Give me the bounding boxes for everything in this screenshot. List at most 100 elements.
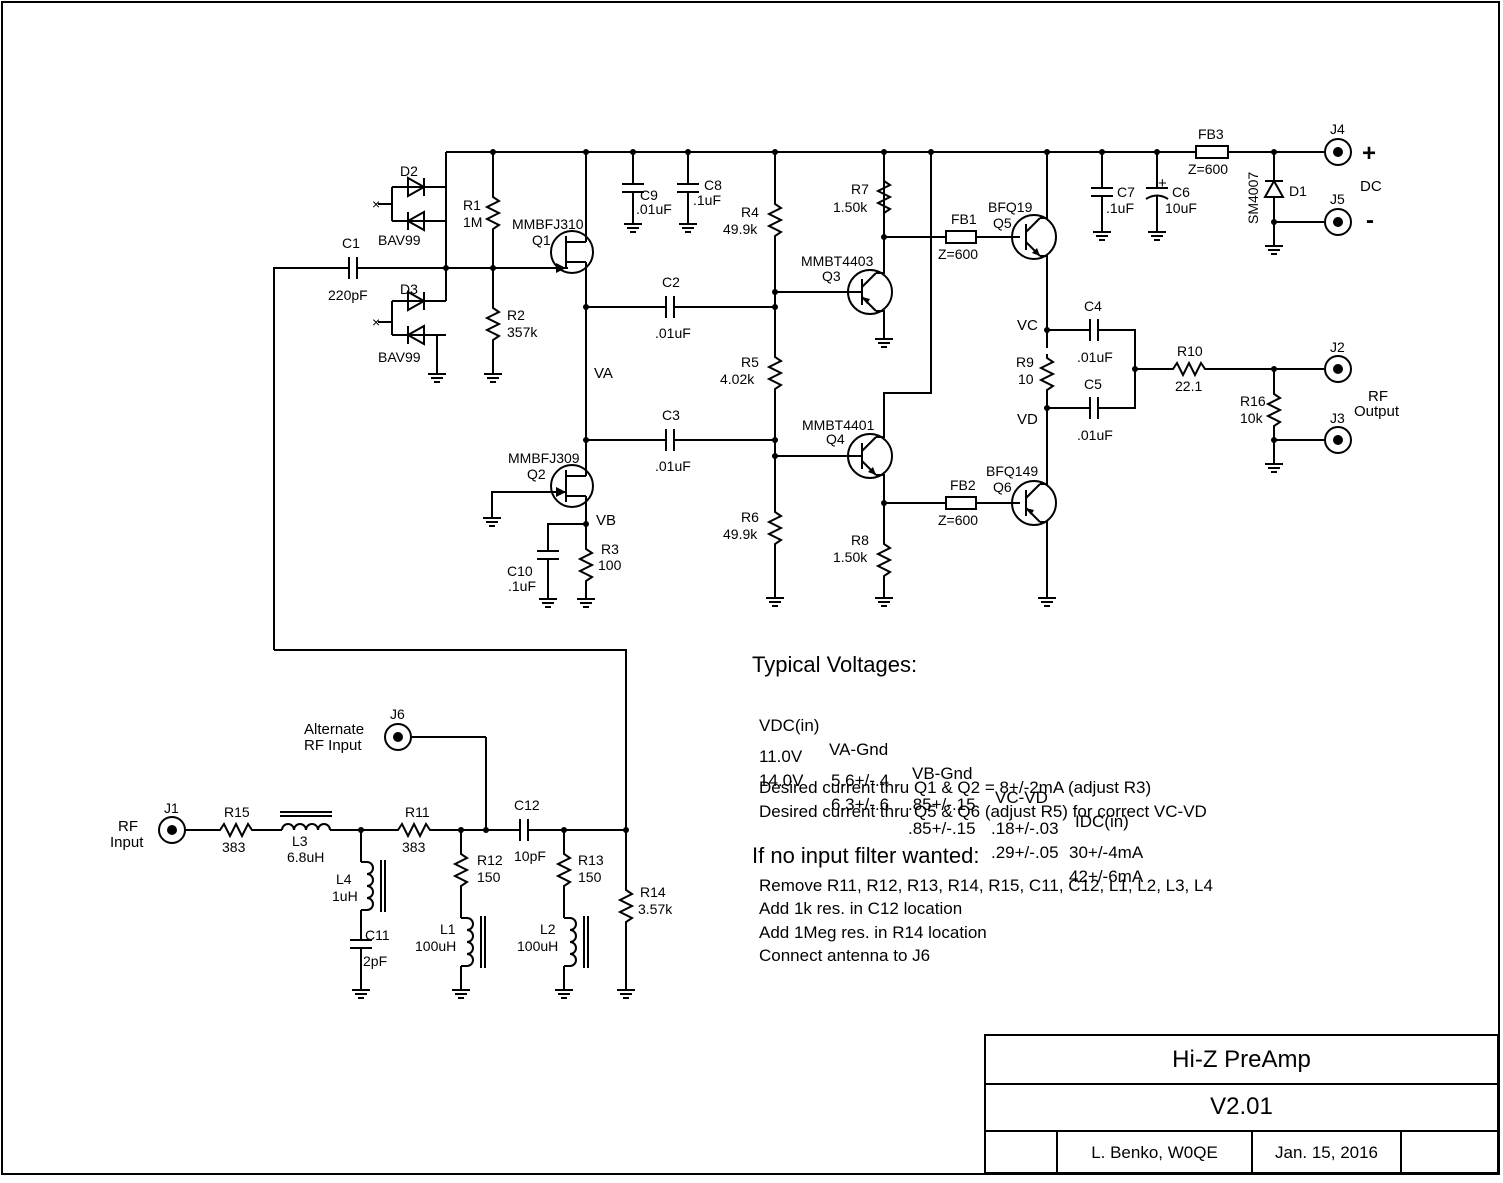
j2-jack xyxy=(1324,355,1352,383)
q2-jfet: MMBFJ309 Q2 VB R3 100 C10 .1uF xyxy=(482,440,622,608)
q6-output-pnp: FB2 Z=600 BFQ149 Q6 xyxy=(884,408,1057,607)
svg-text:Z=600: Z=600 xyxy=(1188,161,1228,177)
svg-text:SM4007: SM4007 xyxy=(1245,172,1261,224)
q1-part: MMBFJ310 xyxy=(512,216,584,232)
svg-text:4.02k: 4.02k xyxy=(720,371,755,387)
svg-text:R10: R10 xyxy=(1177,343,1203,359)
svg-text:Alternate: Alternate xyxy=(304,721,364,738)
svg-text:Q5: Q5 xyxy=(993,215,1012,231)
voltages-table: VDC(in) VA-Gnd VB-Gnd VC-VD IDC(in) xyxy=(759,690,1129,834)
svg-text:Q4: Q4 xyxy=(826,431,845,447)
svg-text:J5: J5 xyxy=(1330,191,1345,207)
date: Jan. 15, 2016 xyxy=(1251,1132,1400,1174)
diodes-d2-d3: × × D2 BAV99 D3 BAV99 xyxy=(372,152,449,383)
svg-text:.1uF: .1uF xyxy=(693,192,721,208)
svg-text:R8: R8 xyxy=(851,532,869,548)
va-node-label: VA xyxy=(594,365,613,382)
q2-label: Q2 xyxy=(527,466,546,482)
svg-text:C11: C11 xyxy=(365,927,390,943)
svg-text:10pF: 10pF xyxy=(514,848,546,864)
svg-text:L3: L3 xyxy=(292,833,308,849)
svg-text:J1: J1 xyxy=(164,800,179,816)
svg-text:RF Input: RF Input xyxy=(304,737,362,754)
vd-node-label: VD xyxy=(1017,411,1038,428)
svg-text:+: + xyxy=(1362,140,1376,167)
svg-text:C10: C10 xyxy=(507,563,533,579)
svg-text:Z=600: Z=600 xyxy=(938,246,978,262)
coupling-c2-c3: C2 .01uF VA C3 .01uF xyxy=(583,274,778,474)
cell: 42+/-6mA xyxy=(1069,867,1144,886)
svg-text:R12: R12 xyxy=(477,852,503,868)
j5-jack xyxy=(1324,208,1352,236)
output-network: VC VD R9 10 C4 .01uF C5 .01uF R10 22.1 R… xyxy=(1016,298,1324,473)
svg-text:.01uF: .01uF xyxy=(1077,349,1113,365)
svg-text:150: 150 xyxy=(578,869,602,885)
svg-text:C4: C4 xyxy=(1084,298,1102,314)
svg-text:-: - xyxy=(1366,207,1374,234)
svg-text:Q3: Q3 xyxy=(822,268,841,284)
svg-text:C9: C9 xyxy=(640,187,658,203)
svg-text:R5: R5 xyxy=(741,354,759,370)
cell: 11.0V xyxy=(759,747,803,766)
svg-text:D1: D1 xyxy=(1289,183,1307,199)
svg-text:C12: C12 xyxy=(514,797,540,813)
svg-text:Q6: Q6 xyxy=(993,479,1012,495)
svg-text:.01uF: .01uF xyxy=(655,458,691,474)
svg-text:C3: C3 xyxy=(662,407,680,423)
filter-note-line: Add 1Meg res. in R14 location xyxy=(759,923,987,942)
cell: 30+/-4mA xyxy=(1069,843,1144,862)
svg-text:150: 150 xyxy=(477,869,501,885)
filter-note-line: Connect antenna to J6 xyxy=(759,946,931,965)
q3-pnp: MMBT4403 Q3 xyxy=(775,152,894,348)
svg-text:383: 383 xyxy=(222,839,246,855)
j3-jack xyxy=(1324,426,1352,454)
svg-text:R6: R6 xyxy=(741,509,759,525)
filter-note-line: Remove R11, R12, R13, R14, R15, C11, C12… xyxy=(759,876,1213,895)
col-idc: IDC(in) xyxy=(1075,812,1129,831)
q2-part: MMBFJ309 xyxy=(508,450,580,466)
svg-text:.01uF: .01uF xyxy=(655,325,691,341)
svg-text:R3: R3 xyxy=(601,541,619,557)
svg-text:22.1: 22.1 xyxy=(1175,378,1202,394)
svg-text:RF: RF xyxy=(1368,388,1388,405)
input-filter: J1 RF Input R15 383 L3 6.8uH R11 383 C12… xyxy=(110,649,673,999)
bias-divider: R4 49.9k R5 4.02k R6 49.9k xyxy=(720,152,785,607)
bav99-label: BAV99 xyxy=(378,349,421,365)
svg-text:1uH: 1uH xyxy=(332,888,358,904)
svg-text:6.8uH: 6.8uH xyxy=(287,849,324,865)
j4-jack xyxy=(1324,138,1352,166)
c1: C1 220pF xyxy=(273,235,568,650)
r1-value: 1M xyxy=(463,214,482,230)
schematic-title: Hi-Z PreAmp xyxy=(986,1036,1497,1085)
r7: R7 1.50k xyxy=(833,176,891,240)
cell: .18+/-.03 xyxy=(991,819,1059,838)
d3-label: D3 xyxy=(400,281,418,297)
svg-text:R14: R14 xyxy=(640,884,666,900)
svg-text:J4: J4 xyxy=(1330,121,1345,137)
svg-text:49.9k: 49.9k xyxy=(723,221,758,237)
c1-label: C1 xyxy=(342,235,360,251)
col-vb: VB-Gnd xyxy=(912,764,973,783)
svg-text:R4: R4 xyxy=(741,204,759,220)
svg-text:Input: Input xyxy=(110,834,144,851)
author: L. Benko, W0QE xyxy=(1056,1132,1251,1174)
r2-value: 357k xyxy=(507,324,538,340)
svg-text:×: × xyxy=(372,314,380,330)
svg-text:R15: R15 xyxy=(224,804,250,820)
svg-text:100: 100 xyxy=(598,557,622,573)
c1-value: 220pF xyxy=(328,287,368,303)
svg-text:R16: R16 xyxy=(1240,393,1266,409)
q1-jfet: MMBFJ310 Q1 xyxy=(512,152,594,440)
voltages-row: 14.0V 6.3+/-.6 .85+/-.15 .29+/-.05 42+/-… xyxy=(759,745,1143,889)
col-vcvd: VC-VD xyxy=(995,788,1048,807)
title-cell-blank xyxy=(986,1132,1056,1174)
title-block: Hi-Z PreAmp V2.01 L. Benko, W0QE Jan. 15… xyxy=(984,1034,1499,1174)
d2-label: D2 xyxy=(400,163,418,179)
svg-text:BFQ149: BFQ149 xyxy=(986,463,1038,479)
svg-text:L1: L1 xyxy=(440,921,456,937)
svg-text:L4: L4 xyxy=(336,871,352,887)
vb-node-label: VB xyxy=(596,512,616,529)
q5-output-npn: FB1 Z=600 BFQ19 Q5 xyxy=(884,152,1057,348)
bypass-c9-c8: C9 .01uF C8 .1uF xyxy=(621,152,722,233)
